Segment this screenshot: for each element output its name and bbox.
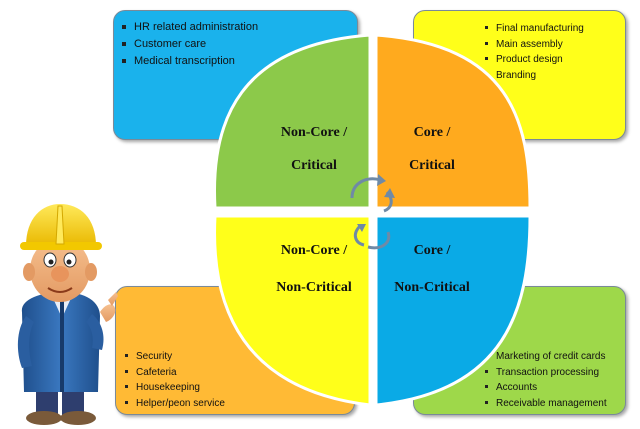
quadrant-label-core-critical: Core / Critical [384, 124, 480, 175]
list-item: Helper/peon service [122, 396, 225, 412]
list-item: Security [122, 349, 225, 365]
worker-character-icon [17, 204, 118, 425]
label-line: Critical [409, 158, 455, 173]
list-item: Medical transcription [120, 53, 258, 70]
list-item: HR related administration [120, 19, 258, 36]
list-item: Receivable management [482, 396, 607, 412]
quadrant-core-critical [374, 33, 532, 210]
label-line: Core / [413, 243, 451, 258]
list-item: Housekeeping [122, 380, 225, 396]
label-line: Non-Critical [394, 280, 470, 295]
list-item: Accounts [482, 380, 607, 396]
label-line: Non-Critical [276, 280, 352, 295]
list-item: Transaction processing [482, 365, 607, 381]
label-line: Critical [291, 158, 337, 173]
quadrant-label-noncore-noncritical: Non-Core / Non-Critical [262, 242, 366, 297]
cycle-arrows-icon [350, 174, 395, 250]
list-item: Product design [482, 52, 584, 68]
quadrant-core-noncritical [374, 214, 532, 407]
list-item: Customer care [120, 36, 258, 53]
quadrant-noncore-critical [213, 33, 372, 210]
list-item: Cafeteria [122, 365, 225, 381]
label-line: Core / [413, 125, 451, 140]
quadrant-noncore-noncritical [213, 214, 372, 407]
label-line: Non-Core / [280, 243, 348, 258]
label-line: Non-Core / [280, 125, 348, 140]
quadrant-label-core-noncritical: Core / Non-Critical [380, 242, 484, 297]
list-item: Main assembly [482, 37, 584, 53]
quadrant-label-noncore-critical: Non-Core / Critical [262, 124, 366, 175]
list-item: Final manufacturing [482, 21, 584, 37]
